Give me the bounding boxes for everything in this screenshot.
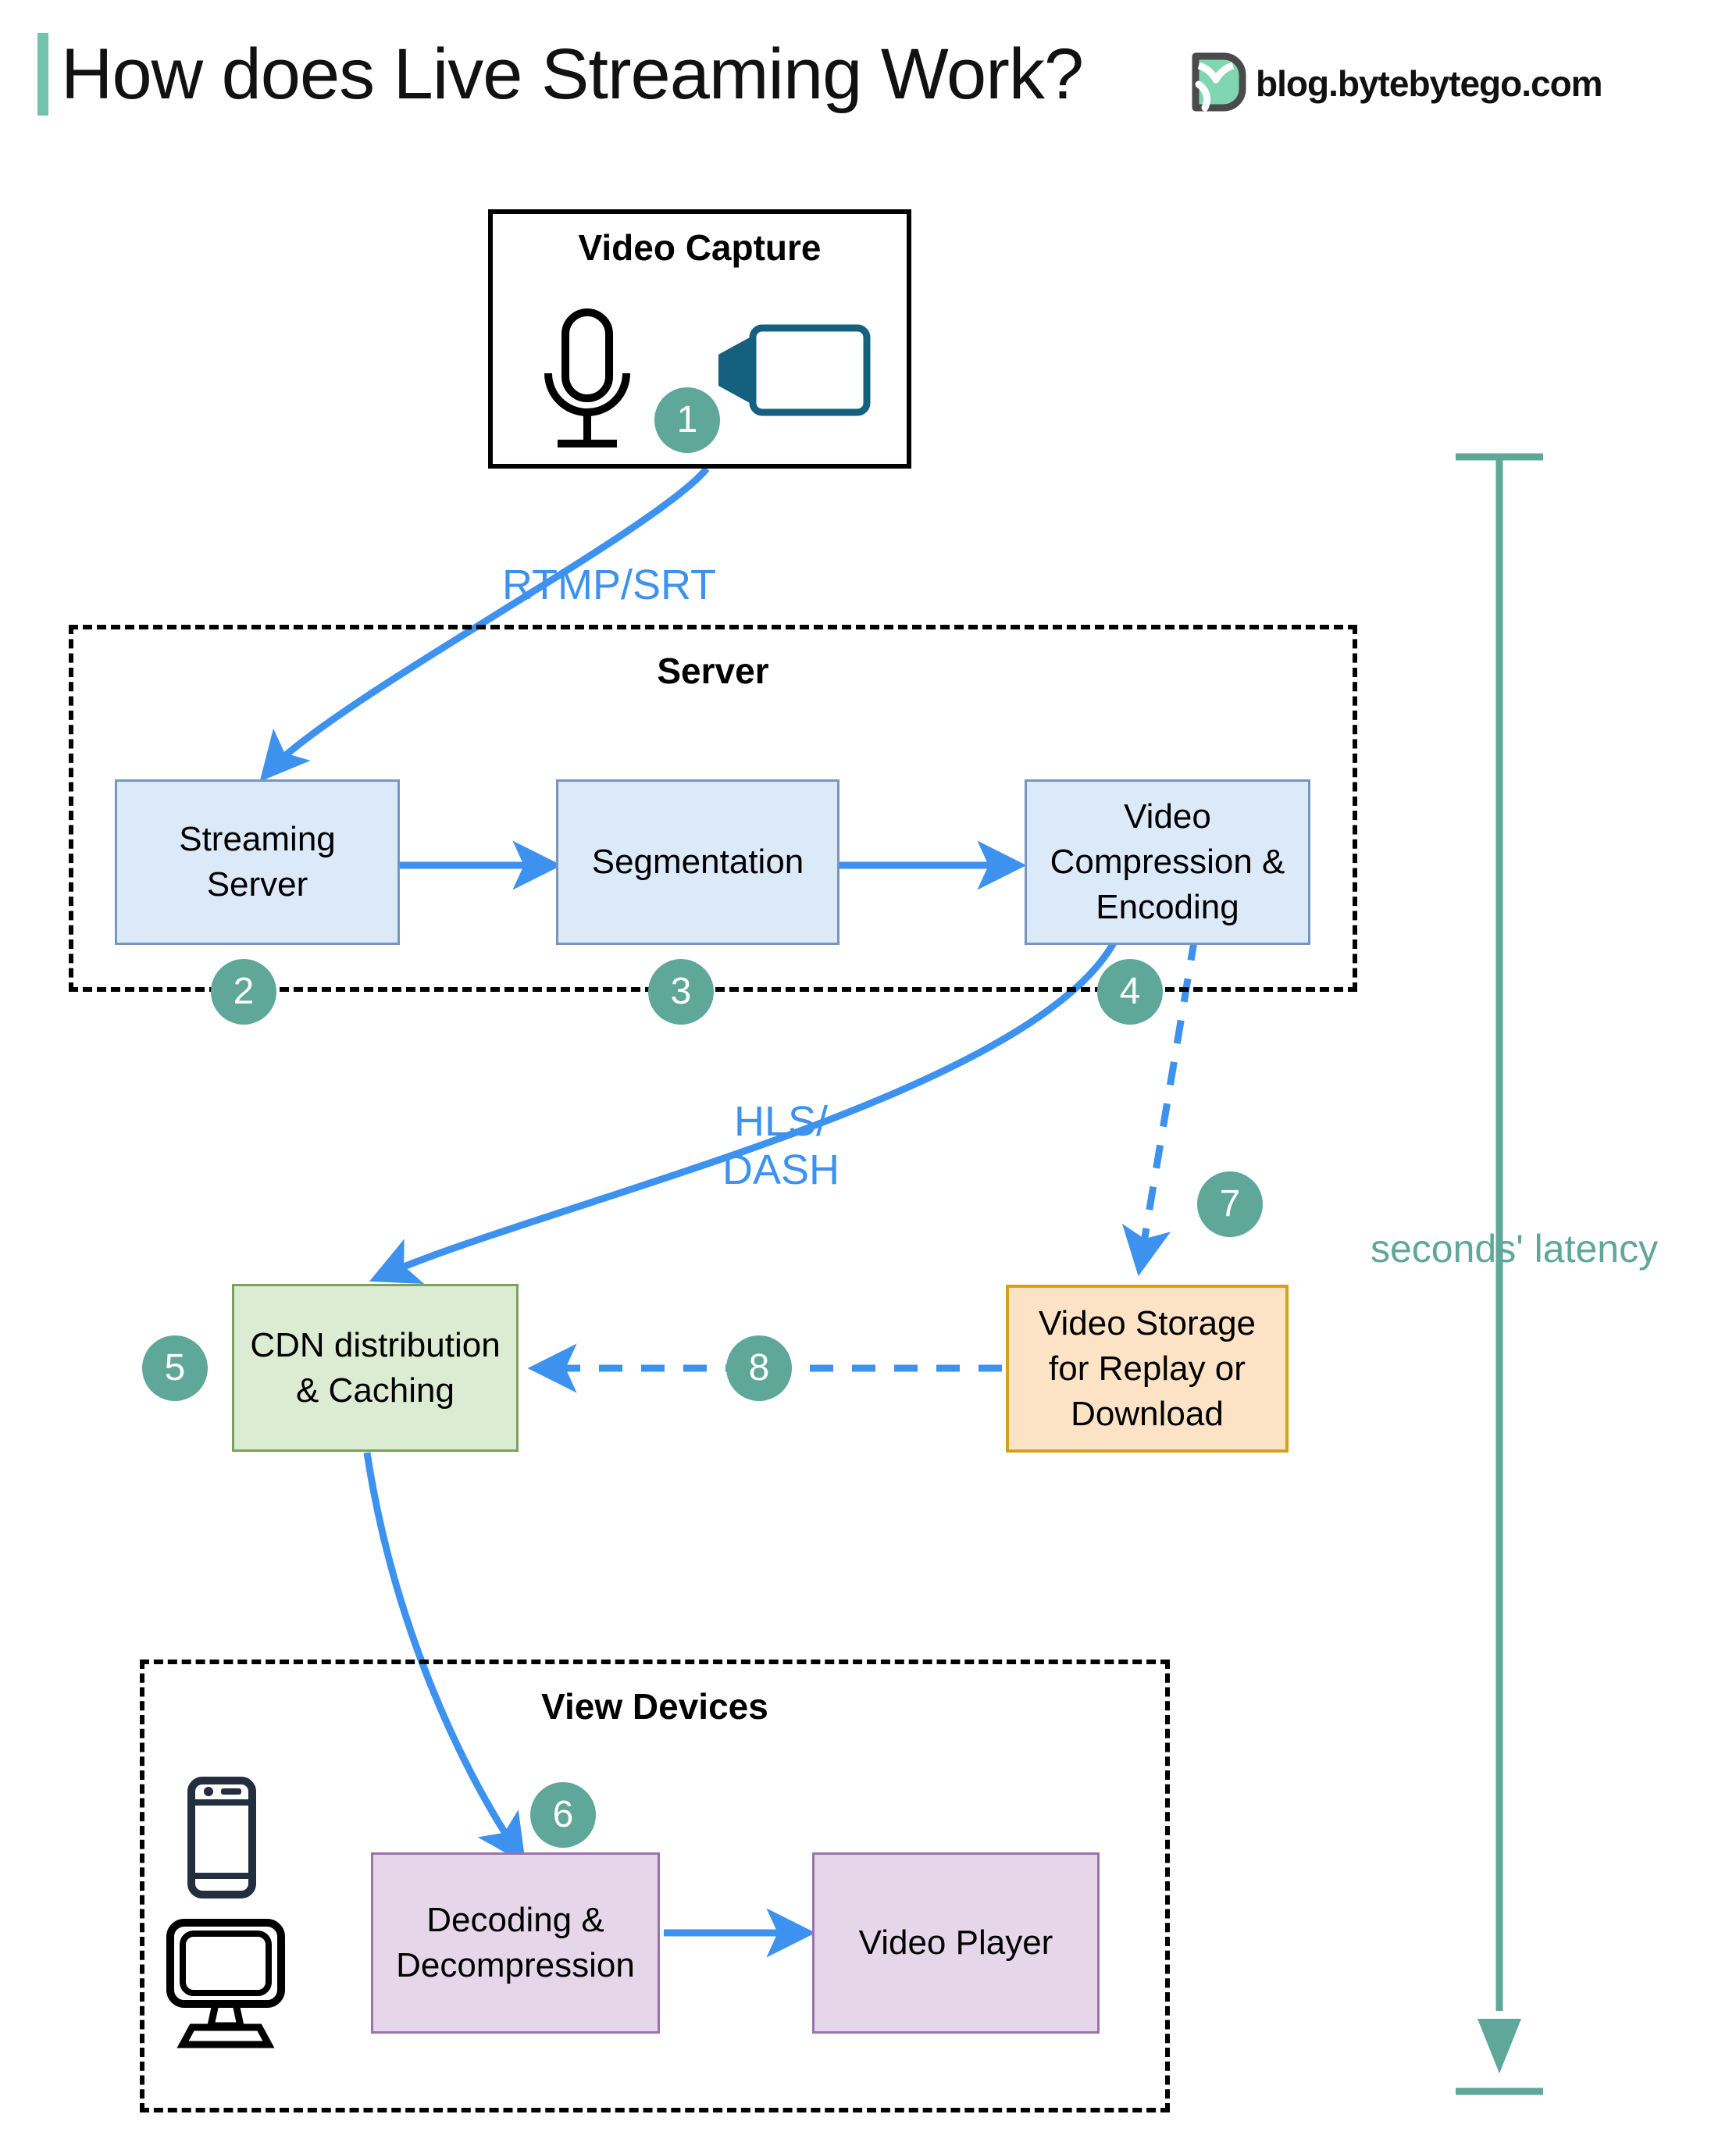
page-title: How does Live Streaming Work?	[61, 34, 1084, 114]
bytebytego-logo-icon	[1191, 48, 1247, 116]
badge-7: 7	[1197, 1171, 1263, 1237]
flow-label-hls-dash: HLS/DASH	[722, 1098, 840, 1193]
node-cdn[interactable]: CDN distribution& Caching	[232, 1284, 519, 1452]
group-view-devices	[140, 1660, 1170, 2112]
node-label-decoding: Decoding &Decompression	[396, 1901, 635, 1984]
badge-8: 8	[726, 1335, 792, 1401]
badge-1: 1	[654, 387, 720, 453]
badge-5: 5	[142, 1335, 208, 1401]
node-label-segmentation: Segmentation	[591, 843, 804, 881]
brand-url: blog.bytebytego.com	[1256, 63, 1603, 104]
badge-6: 6	[530, 1782, 596, 1848]
latency-label: seconds' latency	[1371, 1227, 1659, 1271]
node-segmentation[interactable]: Segmentation	[556, 779, 839, 945]
group-title-server: Server	[657, 651, 769, 691]
group-title-video-capture: Video Capture	[578, 227, 822, 268]
badge-4: 4	[1097, 959, 1163, 1025]
badge-3: 3	[648, 959, 714, 1025]
node-video-player[interactable]: Video Player	[812, 1852, 1100, 2034]
latency-bracket	[1456, 453, 1543, 2095]
node-label-video-player: Video Player	[858, 1923, 1053, 1962]
group-title-view-devices: View Devices	[541, 1686, 768, 1727]
node-decoding[interactable]: Decoding &Decompression	[371, 1852, 660, 2034]
group-video-capture	[488, 209, 911, 469]
badge-2: 2	[211, 959, 276, 1025]
page-header: How does Live Streaming Work? blog.byteb…	[0, 0, 1736, 156]
flow-label-rtmp-srt-text: RTMP/SRT	[501, 562, 717, 608]
flow-label-rtmp-srt: RTMP/SRT	[461, 561, 757, 609]
title-accent-bar	[37, 33, 48, 116]
node-label-cdn: CDN distribution& Caching	[250, 1325, 501, 1410]
